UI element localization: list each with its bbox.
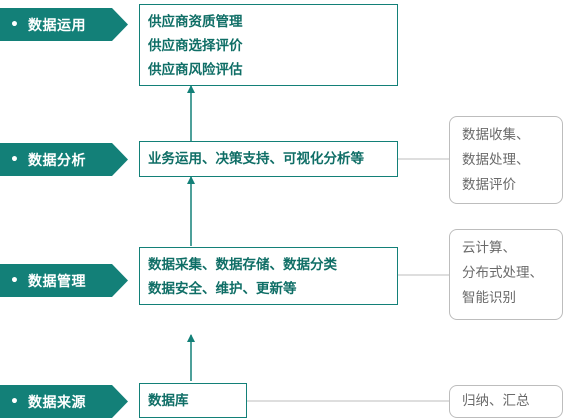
analysis-item: 业务运用、决策支持、可视化分析等 [148, 151, 364, 167]
layer-label-analysis: 数据分析 [27, 152, 86, 169]
layer-tag-application: • 数据运用 [0, 8, 128, 41]
analysis-box: 业务运用、决策支持、可视化分析等 [139, 141, 398, 177]
sources-note: 归纳、汇总 [449, 385, 563, 418]
layer-label-sources: 数据来源 [27, 394, 86, 411]
layer-label-application: 数据运用 [27, 17, 86, 34]
note-line: 归纳、汇总 [462, 393, 530, 409]
management-note: 云计算、 分布式处理、 智能识别 [449, 229, 563, 320]
bullet-icon: • [10, 272, 19, 289]
layer-tag-analysis: • 数据分析 [0, 143, 128, 176]
sources-box: 数据库 [139, 383, 247, 418]
application-box: 供应商资质管理 供应商选择评价 供应商风险评估 [139, 4, 398, 86]
analysis-note: 数据收集、 数据处理、 数据评价 [449, 116, 563, 204]
application-item: 供应商资质管理 [148, 14, 243, 30]
note-line: 分布式处理、 [462, 265, 543, 281]
note-line: 数据评价 [462, 177, 516, 193]
note-line: 智能识别 [462, 290, 516, 306]
management-item: 数据安全、维护、更新等 [148, 281, 297, 297]
layer-label-management: 数据管理 [27, 273, 86, 290]
bullet-icon: • [10, 393, 19, 410]
bullet-icon: • [10, 16, 19, 33]
bullet-icon: • [10, 151, 19, 168]
note-line: 数据处理、 [462, 152, 530, 168]
management-box: 数据采集、数据存储、数据分类 数据安全、维护、更新等 [139, 247, 398, 305]
layer-tag-management: • 数据管理 [0, 264, 128, 297]
application-item: 供应商风险评估 [148, 62, 243, 78]
note-line: 云计算、 [462, 240, 516, 256]
application-item: 供应商选择评价 [148, 38, 243, 54]
sources-item: 数据库 [148, 392, 189, 409]
management-item: 数据采集、数据存储、数据分类 [148, 257, 337, 273]
layer-tag-sources: • 数据来源 [0, 385, 128, 418]
note-line: 数据收集、 [462, 127, 530, 143]
